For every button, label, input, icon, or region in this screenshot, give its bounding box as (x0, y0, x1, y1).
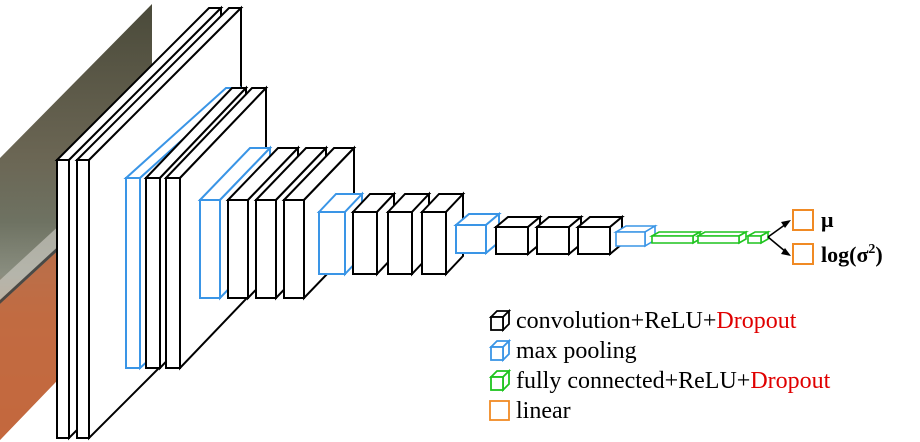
output-connectors (767, 220, 791, 256)
fc-layer-20 (694, 230, 750, 245)
fc-layer-19 (648, 230, 704, 245)
fc-layer-21 (744, 230, 772, 245)
connector-to-mu (767, 223, 787, 238)
blue-cube-icon (488, 338, 514, 364)
pool-layer-18 (613, 224, 658, 248)
legend-dropout-fc: Dropout (750, 368, 831, 394)
logvar-label: log(σ2) (821, 242, 883, 267)
mu-output-box (792, 209, 814, 231)
connector-to-logvar (767, 236, 787, 253)
legend-item-pool: max pooling (488, 336, 830, 366)
orange-square-icon (488, 398, 514, 424)
legend-item-conv: convolution+ReLU+Dropout (488, 306, 830, 336)
mu-label: μ (821, 207, 834, 232)
layer-stack (54, 5, 772, 441)
pool-layer-14 (453, 211, 502, 256)
legend-label-linear: linear (516, 398, 571, 424)
conv-layer-16 (534, 214, 584, 257)
arrowhead-mu (781, 220, 791, 228)
black-cube-icon (488, 308, 514, 334)
legend-label-pool: max pooling (516, 338, 637, 364)
conv-layer-13 (419, 191, 466, 277)
green-cube-icon (488, 368, 514, 394)
legend: convolution+ReLU+Dropout max pooling ful… (488, 306, 830, 426)
logvar-output-box (792, 243, 814, 265)
legend-label-fc: fully connected+ReLU+ (516, 368, 751, 394)
legend-dropout-conv: Dropout (716, 308, 797, 334)
conv-layer-15 (493, 214, 543, 257)
legend-item-fc: fully connected+ReLU+Dropout (488, 366, 830, 396)
arrowhead-logvar (781, 248, 791, 256)
legend-item-linear: linear (488, 396, 830, 426)
legend-label-conv: convolution+ReLU+ (516, 308, 717, 334)
